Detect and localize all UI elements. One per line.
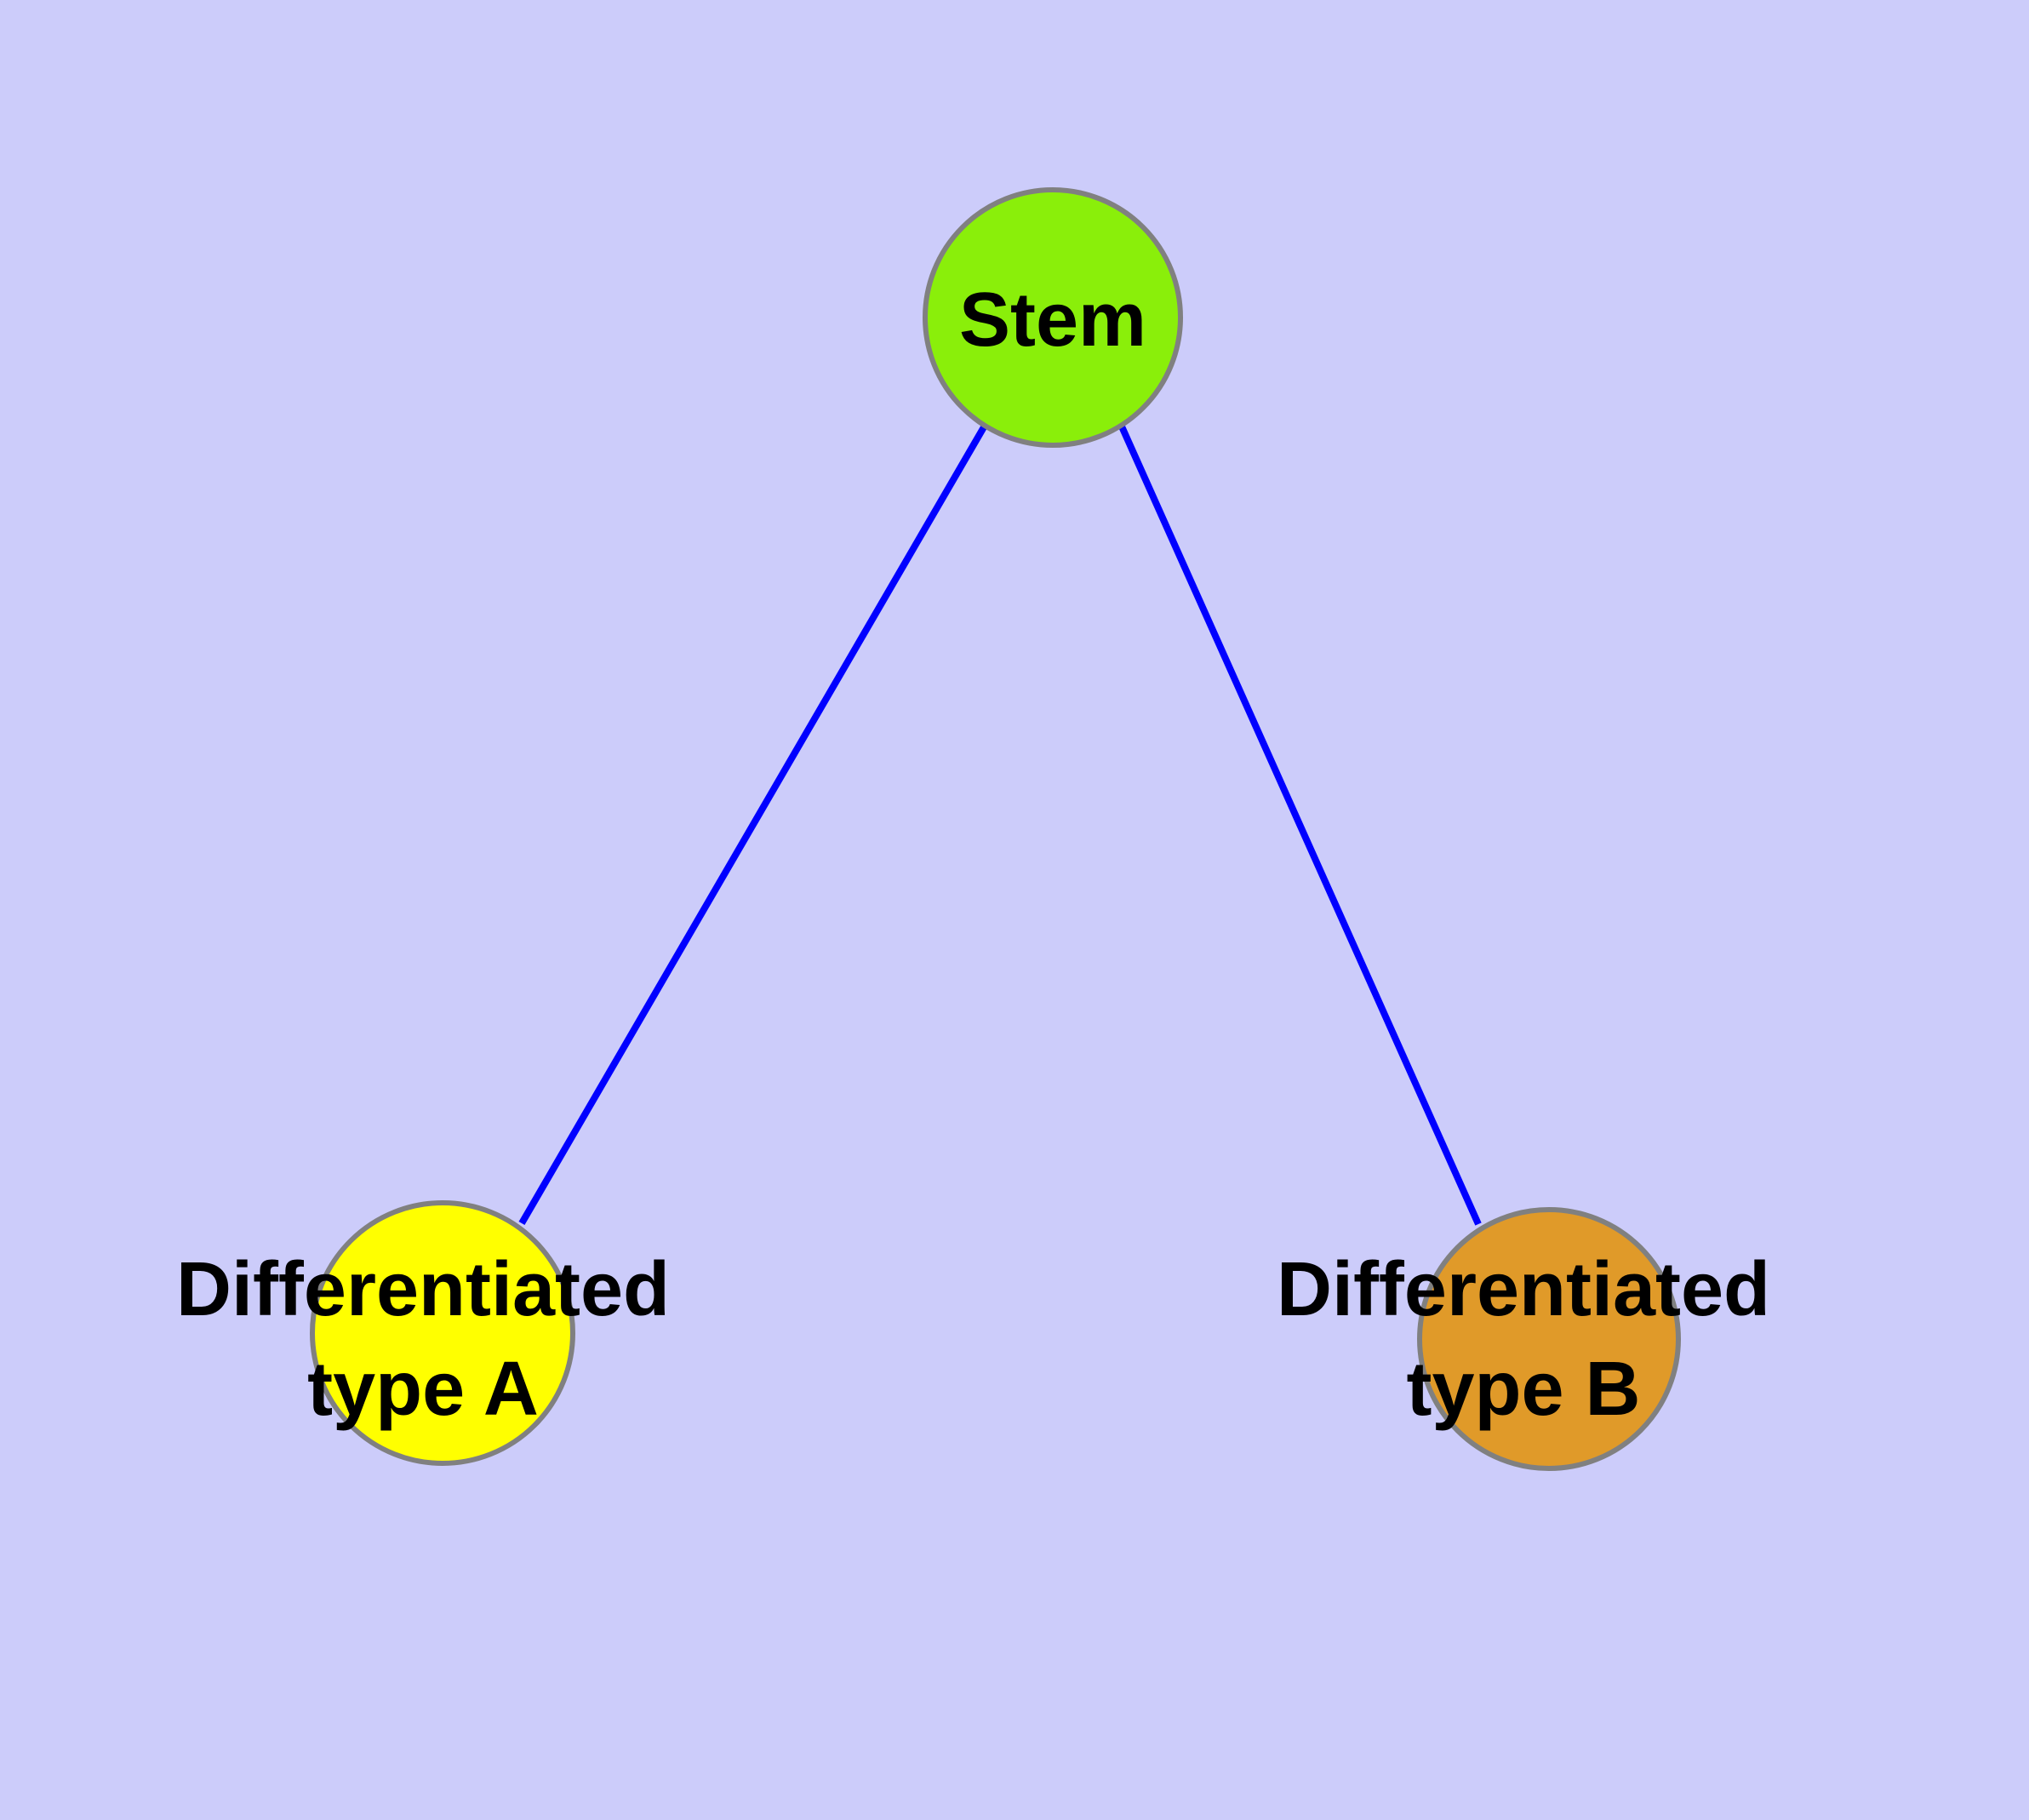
nodes-layer bbox=[310, 187, 1681, 1471]
node-label-type-a-line1: Differentiated bbox=[176, 1247, 670, 1332]
node-differentiated-type-b[interactable] bbox=[1417, 1207, 1681, 1471]
node-stem[interactable] bbox=[923, 187, 1183, 448]
edge-stem-to-type-b[interactable] bbox=[1118, 425, 1482, 1226]
edge-stem-to-type-a[interactable] bbox=[518, 423, 988, 1226]
labels-layer: Stem Differentiated type A Differentiate… bbox=[176, 278, 1770, 1432]
node-label-type-b-line1: Differentiated bbox=[1277, 1247, 1770, 1332]
node-label-type-a-line2: type A bbox=[307, 1347, 539, 1432]
node-differentiated-type-a[interactable] bbox=[310, 1200, 575, 1466]
edges-layer bbox=[518, 423, 1482, 1226]
node-label-type-b-line2: type B bbox=[1406, 1347, 1640, 1432]
node-label-stem-line1: Stem bbox=[959, 278, 1146, 363]
